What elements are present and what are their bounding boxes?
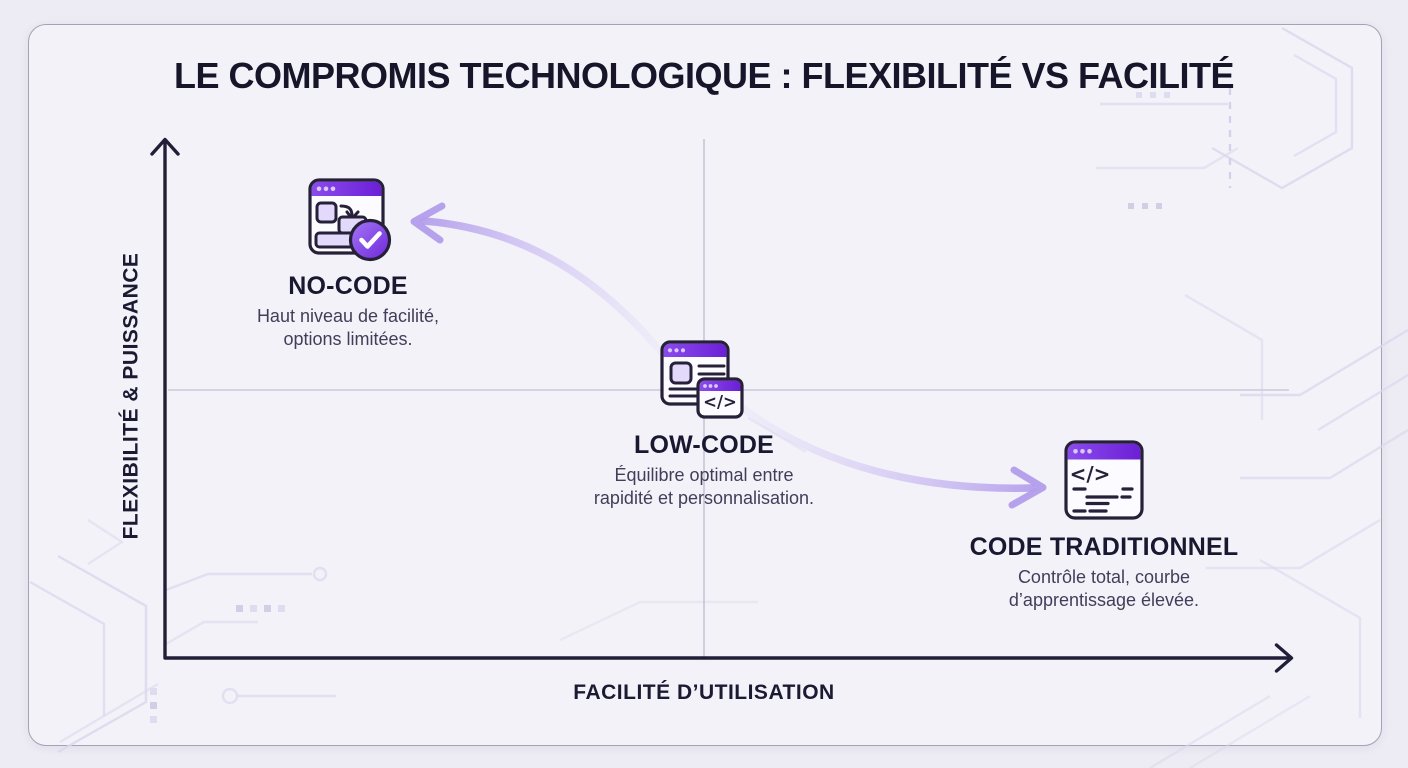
window-header	[663, 343, 727, 357]
item-description-line1: Contrôle total, courbe	[1017, 567, 1191, 587]
traditional-code-editor-icon: </>	[1064, 440, 1144, 520]
y-axis-label: FLEXIBILITÉ & PUISSANCE	[119, 252, 143, 540]
window-dots	[667, 348, 686, 353]
item-label-low-code: LOW-CODE	[634, 431, 774, 459]
x-axis-label: FACILITÉ D’UTILISATION	[573, 681, 835, 704]
item-label-code-traditionnel: CODE TRADITIONNEL	[969, 533, 1239, 561]
lowcode-windows-code-icon: </>	[660, 340, 744, 419]
item-description-line1: Équilibre optimal entre	[614, 465, 794, 485]
item-description-line2: options limitées.	[283, 328, 413, 349]
window-header	[1067, 443, 1141, 460]
code-glyph: </>	[1070, 462, 1111, 486]
code-window-dots	[703, 384, 718, 388]
item-label-no-code: NO-CODE	[288, 272, 408, 300]
window-dots	[1073, 449, 1092, 454]
item-description-code-traditionnel: Contrôle total, courbe d’apprentissage é…	[954, 566, 1254, 611]
item-description-low-code: Équilibre optimal entre rapidité et pers…	[544, 464, 864, 509]
window-header	[311, 181, 382, 196]
nocode-builder-check-icon	[308, 178, 392, 262]
code-glyph: </>	[703, 393, 737, 412]
check-icon	[348, 218, 392, 262]
item-description-line2: d’apprentissage élevée.	[1008, 589, 1200, 610]
item-description-line2: rapidité et personnalisation.	[593, 487, 815, 508]
item-description-line1: Haut niveau de facilité,	[256, 306, 440, 326]
window-dots	[316, 186, 336, 192]
item-description-no-code: Haut niveau de facilité, options limitée…	[198, 305, 498, 350]
page-title: LE COMPROMIS TECHNOLOGIQUE : FLEXIBILITÉ…	[173, 55, 1235, 96]
